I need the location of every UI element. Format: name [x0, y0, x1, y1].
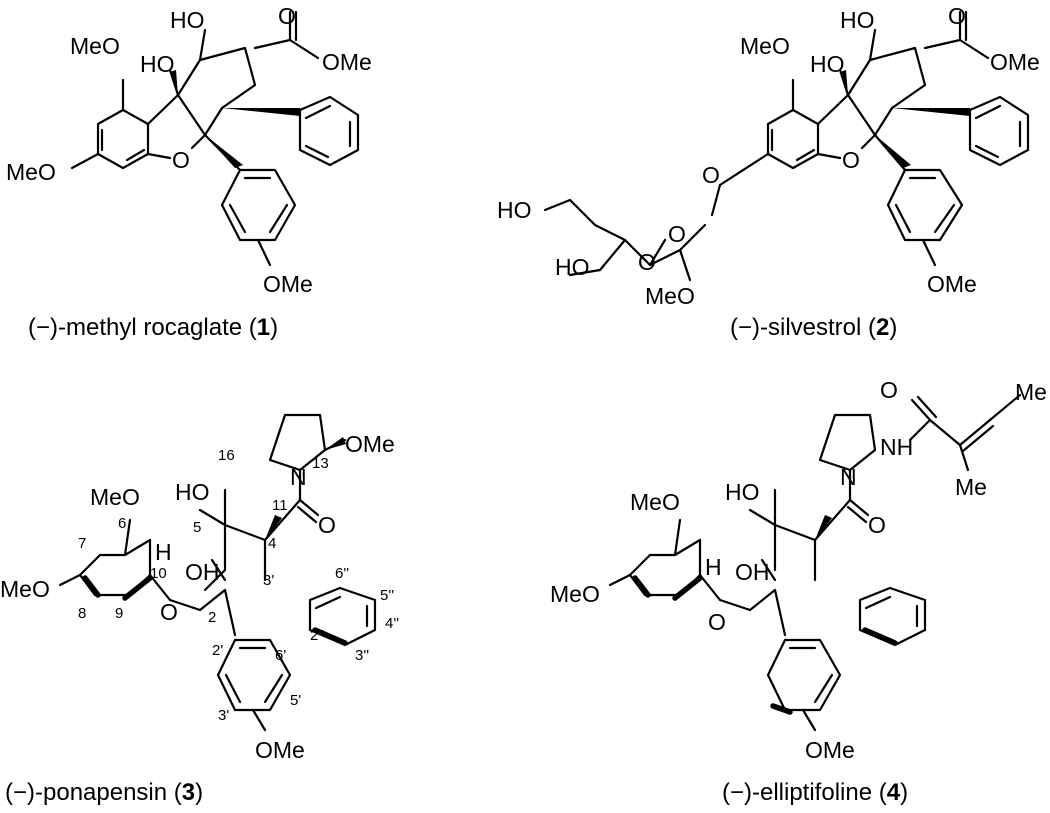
wedge-bond [170, 70, 178, 95]
bonds-2 [543, 10, 1030, 282]
caption-4: (−)-elliptifoline (4) [722, 779, 908, 806]
locant: 3'' [355, 647, 369, 664]
locant: 2 [208, 609, 216, 626]
locant: 5'' [380, 587, 394, 604]
wedge-bond [840, 70, 848, 95]
bold-bond [672, 575, 703, 601]
label-ho: HO [140, 51, 175, 77]
label-meo: MeO [740, 33, 790, 59]
wedge-bond [265, 515, 282, 540]
bold-bond [770, 703, 793, 715]
label-o: O [880, 377, 898, 403]
locant: 3' [218, 707, 229, 724]
label-meo: MeO [0, 576, 50, 602]
wedge-bond [875, 135, 911, 168]
structure-2: MeO HO HO O OMe O O HO O O HO MeO OMe (−… [497, 3, 1040, 341]
label-meo: MeO [630, 489, 680, 515]
label-ome: OMe [345, 431, 395, 457]
label-ring-o: O [172, 147, 190, 173]
label-ome: OMe [990, 49, 1040, 75]
label-meo: MeO [70, 33, 120, 59]
locant: 16 [218, 447, 235, 464]
label-ho: HO [840, 7, 875, 33]
caption-3: (−)-ponapensin (3) [5, 779, 203, 806]
label-oh: OH [735, 559, 770, 585]
label-sugar-ho: HO [497, 197, 532, 223]
label-amide-o: O [318, 512, 336, 538]
locants-3: 16 13 11 6 5 4 7 10 3' 6'' 5'' 8 9 2 4''… [78, 447, 399, 724]
bonds-3 [58, 413, 377, 732]
label-meo: MeO [6, 159, 56, 185]
label-sugar-ho: HO [555, 254, 590, 280]
label-ho: HO [725, 479, 760, 505]
label-ome: OMe [322, 49, 372, 75]
locant: 6'' [335, 565, 349, 582]
locant: 3' [263, 572, 274, 589]
locant: 5 [193, 519, 201, 536]
bold-bond [632, 575, 651, 598]
locant: 5' [290, 692, 301, 709]
label-me: Me [1015, 379, 1047, 405]
atom-labels-3: OMe N HO MeO O H OH MeO O OMe [0, 431, 395, 763]
label-ho: HO [170, 7, 205, 33]
label-ester-o: O [278, 3, 296, 29]
locant: 4 [268, 535, 276, 552]
locant: 4'' [385, 615, 399, 632]
locant: 6' [275, 647, 286, 664]
wedge-bond [892, 108, 970, 116]
label-h: H [705, 554, 722, 580]
structure-3: OMe N HO MeO O H OH MeO O OMe 16 13 11 6… [0, 413, 399, 806]
label-ome: OMe [805, 737, 855, 763]
locant: 11 [272, 497, 288, 514]
locant: 2' [212, 642, 223, 659]
label-nh: NH [880, 434, 913, 460]
wedge-bond [222, 108, 300, 116]
label-me: Me [955, 474, 987, 500]
caption-1: (−)-methyl rocaglate (1) [28, 314, 278, 341]
structure-4: O Me NH Me N HO MeO O H OH MeO O OMe (−)… [550, 377, 1047, 806]
label-sugar-o: O [668, 221, 686, 247]
bold-bond [862, 627, 898, 646]
bonds-4 [608, 393, 1022, 732]
wedge-bond [325, 437, 346, 450]
locant: 8 [78, 605, 86, 622]
bold-bond [122, 575, 153, 601]
locant: 13 [312, 455, 329, 472]
label-ring-o: O [842, 147, 860, 173]
atom-labels-4: O Me NH Me N HO MeO O H OH MeO O OMe [550, 377, 1047, 763]
bold-bond [312, 627, 348, 646]
locant: 6 [118, 515, 126, 532]
label-oh: OH [185, 559, 220, 585]
label-sugar-meo: MeO [645, 283, 695, 309]
label-meo: MeO [550, 581, 600, 607]
locant: 2'' [310, 627, 324, 644]
locant: 7 [78, 535, 86, 552]
structure-1: MeO HO HO O OMe MeO O OMe (−)-methyl roc… [6, 3, 372, 341]
label-sugar-o: O [638, 249, 656, 275]
label-meo: MeO [90, 484, 140, 510]
label-ho: HO [810, 51, 845, 77]
label-ome: OMe [927, 271, 977, 297]
label-n: N [290, 464, 307, 490]
label-ome: OMe [255, 737, 305, 763]
atom-labels-2: MeO HO HO O OMe O O HO O O HO MeO OMe [497, 3, 1040, 309]
wedge-bond [205, 135, 243, 168]
caption-2: (−)-silvestrol (2) [730, 314, 897, 341]
label-n: N [840, 464, 857, 490]
locant: 9 [115, 605, 123, 622]
label-h: H [155, 539, 172, 565]
bold-bond [82, 575, 101, 598]
label-ring-o: O [160, 599, 178, 625]
label-ho: HO [175, 479, 210, 505]
atom-labels-1: MeO HO HO O OMe MeO O OMe [6, 3, 372, 297]
label-ome: OMe [263, 271, 313, 297]
wedge-bond [815, 515, 832, 540]
label-ring-o: O [708, 609, 726, 635]
label-ester-o: O [948, 3, 966, 29]
label-amide-o: O [868, 512, 886, 538]
locant: 10 [150, 565, 167, 582]
label-link-o: O [702, 162, 720, 188]
